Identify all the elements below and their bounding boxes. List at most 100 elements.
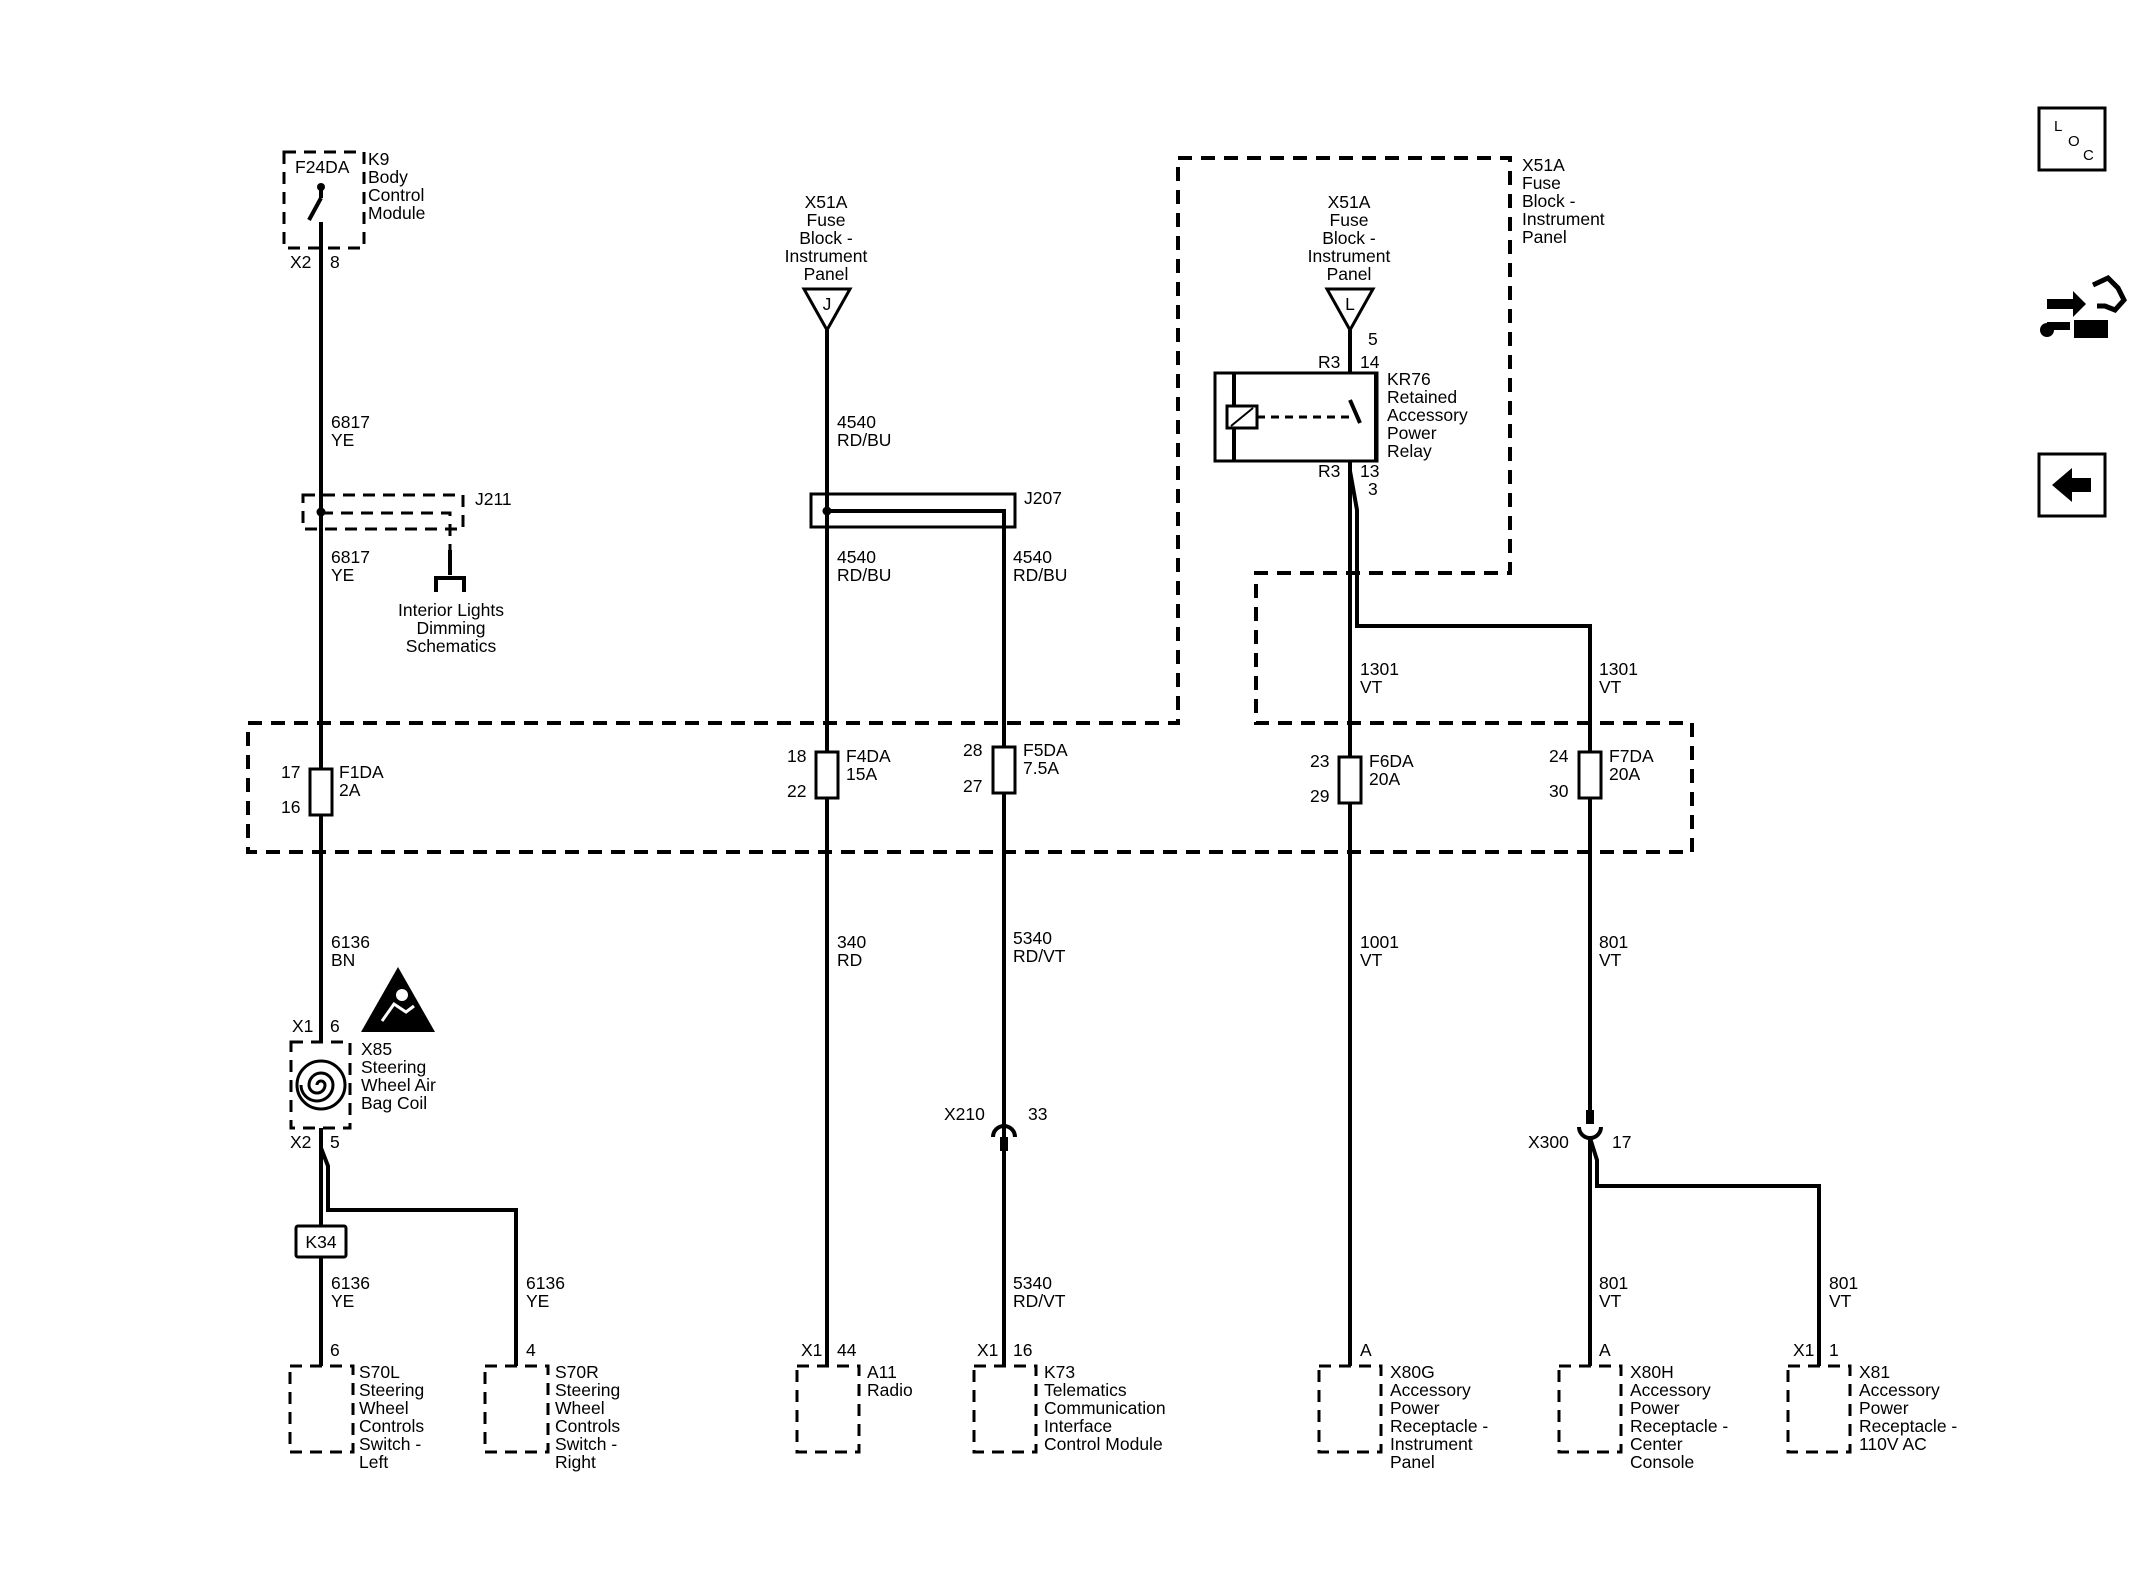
wire-branch-s70r — [319, 1147, 518, 1366]
x51a-left-2: Fuse — [807, 210, 846, 230]
x80h-pin: A — [1599, 1340, 1611, 1360]
s70r-name-4: Switch - — [555, 1434, 617, 1454]
x51a-terminal-l: X51A Fuse Block - Instrument Panel L — [1308, 192, 1391, 334]
x51a-box-1: X51A — [1522, 155, 1565, 175]
f7da-rating: 20A — [1609, 764, 1640, 784]
f1da-pin-in: 17 — [281, 762, 300, 782]
splice-j207: J207 — [809, 488, 1062, 1366]
j211-ref-1: Interior Lights — [398, 600, 504, 620]
s70l-name-4: Switch - — [359, 1434, 421, 1454]
s70l-name-3: Controls — [359, 1416, 424, 1436]
wire-4540b-circuit: 4540 — [837, 547, 876, 567]
back-button[interactable] — [2037, 452, 2107, 518]
wire-6136c-circuit: 6136 — [526, 1273, 565, 1293]
f1da-id: F1DA — [339, 762, 384, 782]
wire-5340b-circuit: 5340 — [1013, 1273, 1052, 1293]
loc-button[interactable]: L O C — [2037, 106, 2107, 172]
wire-6136c-color: YE — [526, 1291, 549, 1311]
x81-name-4: 110V AC — [1859, 1434, 1927, 1454]
f6da-rating: 20A — [1369, 769, 1400, 789]
wire-6817a-color: YE — [331, 430, 354, 450]
f1da-pin-out: 16 — [281, 797, 300, 817]
airbag-coil-x85: X1 6 X85 Steering Wheel Air Bag Coil X2 … — [289, 1016, 436, 1152]
x85-pin-bottom: 5 — [330, 1132, 340, 1152]
loc-icon: L O C — [2054, 118, 2094, 164]
a11-id: A11 — [867, 1362, 897, 1382]
j211-ref-3: Schematics — [406, 636, 497, 656]
s70l-name-5: Left — [359, 1452, 388, 1472]
bcm-id: K9 — [368, 149, 389, 169]
relay-name-2: Accessory — [1387, 405, 1468, 425]
a11-pin: 44 — [837, 1340, 857, 1360]
x51a-right-3: Block - — [1322, 228, 1376, 248]
wire-801c-circuit: 801 — [1829, 1273, 1858, 1293]
relay-id: KR76 — [1387, 369, 1431, 389]
f6da-id: F6DA — [1369, 751, 1414, 771]
wire-6136a-color: BN — [331, 950, 355, 970]
fuse-f5da: 28 27 F5DA 7.5A — [963, 740, 1068, 796]
receptacle-x80g: A X80G Accessory Power Receptacle - Inst… — [1317, 1340, 1488, 1472]
module-k73: X1 16 K73 Telematics Communication Inter… — [972, 1340, 1166, 1454]
x85-pin-top: 6 — [330, 1016, 340, 1036]
relay-conn-top: R3 — [1318, 352, 1340, 372]
fuse-f6da: 23 29 F6DA 20A — [1310, 751, 1414, 806]
x85-conn-top: X1 — [292, 1016, 313, 1036]
switch-s70l: 6 S70L Steering Wheel Controls Switch - … — [288, 1340, 424, 1472]
x51a-right-2: Fuse — [1330, 210, 1369, 230]
loc-letter-o: O — [2068, 133, 2080, 150]
bcm-name-2: Control — [368, 185, 424, 205]
s70l-id: S70L — [359, 1362, 400, 1382]
x80h-id: X80H — [1630, 1362, 1674, 1382]
j207-id: J207 — [1024, 488, 1062, 508]
s70r-pin: 4 — [526, 1340, 536, 1360]
relay-pin-out: 3 — [1368, 479, 1378, 499]
x51a-left-5: Panel — [804, 264, 849, 284]
s70l-pin: 6 — [330, 1340, 340, 1360]
loc-letter-l: L — [2054, 118, 2062, 135]
receptacle-x80h: A X80H Accessory Power Receptacle - Cent… — [1557, 1340, 1728, 1472]
x51a-box-label: X51A Fuse Block - Instrument Panel — [1522, 155, 1605, 247]
x80g-name-4: Instrument — [1390, 1434, 1473, 1454]
a11-name-1: Radio — [867, 1380, 913, 1400]
wire-801b-circuit: 801 — [1599, 1273, 1628, 1293]
x300-pin: 17 — [1612, 1132, 1631, 1152]
bcm-name-3: Module — [368, 203, 425, 223]
x80h-name-5: Console — [1630, 1452, 1694, 1472]
f4da-pin-out: 22 — [787, 781, 806, 801]
s70l-name-2: Wheel — [359, 1398, 409, 1418]
s70r-name-5: Right — [555, 1452, 596, 1472]
bcm-pin: 8 — [330, 252, 340, 272]
wire-6136a-circuit: 6136 — [331, 932, 370, 952]
splice-k34: K34 — [294, 1224, 348, 1259]
x51a-right-1: X51A — [1328, 192, 1371, 212]
x80g-name-1: Accessory — [1390, 1380, 1471, 1400]
x210-pin: 33 — [1028, 1104, 1047, 1124]
wire-5340a-color: RD/VT — [1013, 946, 1066, 966]
x81-name-3: Receptacle - — [1859, 1416, 1957, 1436]
switch-s70r: 4 S70R Steering Wheel Controls Switch - … — [483, 1340, 620, 1472]
x85-id: X85 — [361, 1039, 392, 1059]
relay-name-1: Retained — [1387, 387, 1457, 407]
wire-801b-color: VT — [1599, 1291, 1622, 1311]
k73-conn: X1 — [977, 1340, 998, 1360]
j211-ref-2: Dimming — [416, 618, 485, 638]
x80g-id: X80G — [1390, 1362, 1435, 1382]
f5da-pin-in: 28 — [963, 740, 982, 760]
x51a-left-terminal: J — [823, 294, 832, 314]
wire-340-color: RD — [837, 950, 862, 970]
f6da-pin-in: 23 — [1310, 751, 1329, 771]
f7da-id: F7DA — [1609, 746, 1654, 766]
wire-branch-x81 — [1588, 1137, 1821, 1366]
connector-wrench-button[interactable] — [2040, 274, 2127, 338]
wire-1301b-circuit: 1301 — [1599, 659, 1638, 679]
receptacle-x81: X1 1 X81 Accessory Power Receptacle - 11… — [1786, 1340, 1957, 1454]
k34-id: K34 — [305, 1232, 336, 1252]
x51a-box-4: Instrument — [1522, 209, 1605, 229]
x80h-name-3: Receptacle - — [1630, 1416, 1728, 1436]
wire-4540a-color: RD/BU — [837, 430, 891, 450]
x81-name-2: Power — [1859, 1398, 1909, 1418]
wire-1301a-color: VT — [1360, 677, 1383, 697]
relay-pin-in: 5 — [1368, 329, 1378, 349]
x210-id: X210 — [944, 1104, 985, 1124]
x51a-right-4: Instrument — [1308, 246, 1391, 266]
